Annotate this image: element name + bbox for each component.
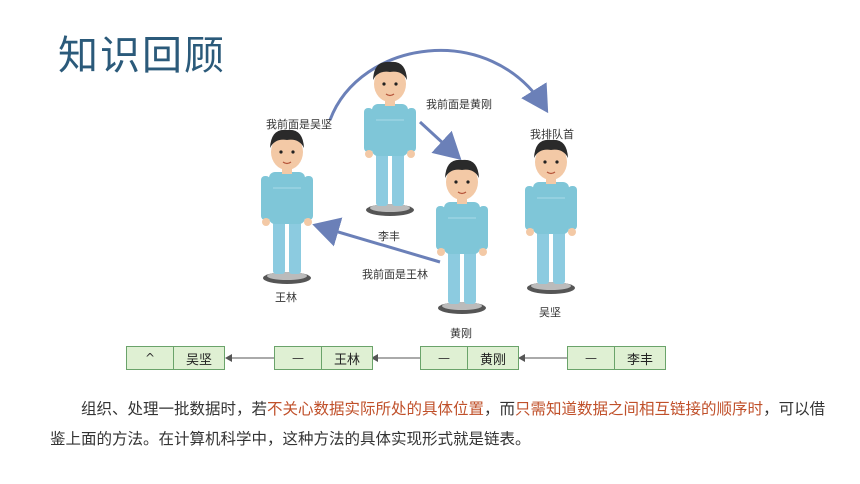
speech-wujian: 我排队首 [530, 128, 574, 141]
arrow-lifeng-huanggang [418, 120, 462, 161]
name-huanggang: 黄刚 [450, 327, 472, 340]
speech-wanglin: 我前面是吴坚 [266, 118, 332, 131]
node-pointer: ^ [127, 347, 174, 369]
node-pointer: — [275, 347, 322, 369]
list-arrows [225, 354, 567, 362]
list-node-2: — 王林 [274, 346, 373, 370]
node-value: 黄刚 [479, 352, 506, 368]
node-value: 王林 [333, 352, 360, 368]
arrow-huanggang-wanglin [312, 217, 441, 264]
name-wanglin: 王林 [275, 291, 297, 304]
para-text-1: 组织、处理一批数据时，若 [81, 400, 268, 418]
node-pointer: — [421, 347, 468, 369]
queue-illustration [260, 48, 578, 315]
node-value: 吴坚 [185, 352, 212, 368]
speech-lifeng-side: 我前面是王林 [362, 268, 428, 281]
node-pointer: — [568, 347, 615, 369]
node-value: 李丰 [626, 352, 653, 368]
explanation-paragraph: 组织、处理一批数据时，若不关心数据实际所处的具体位置，而只需知道数据之间相互链接… [50, 394, 830, 454]
para-text-2: ，而 [484, 400, 516, 418]
list-node-3: — 黄刚 [420, 346, 519, 370]
list-node-1: ^ 吴坚 [126, 346, 225, 370]
page-title: 知识回顾 [58, 33, 226, 79]
para-highlight-2: 只需知道数据之间相互链接的顺序时 [515, 400, 764, 418]
name-wujian: 吴坚 [539, 306, 561, 319]
para-text-3: ，可以借鉴上面的方法。在计算机科学中，这种方法的具体实现形式就是链表。 [50, 400, 826, 448]
arch-arrow [328, 48, 549, 121]
list-node-4: — 李丰 [567, 346, 666, 370]
name-lifeng: 李丰 [378, 230, 400, 243]
speech-huanggang: 我前面是黄刚 [426, 98, 492, 111]
para-highlight-1: 不关心数据实际所处的具体位置 [267, 400, 485, 418]
